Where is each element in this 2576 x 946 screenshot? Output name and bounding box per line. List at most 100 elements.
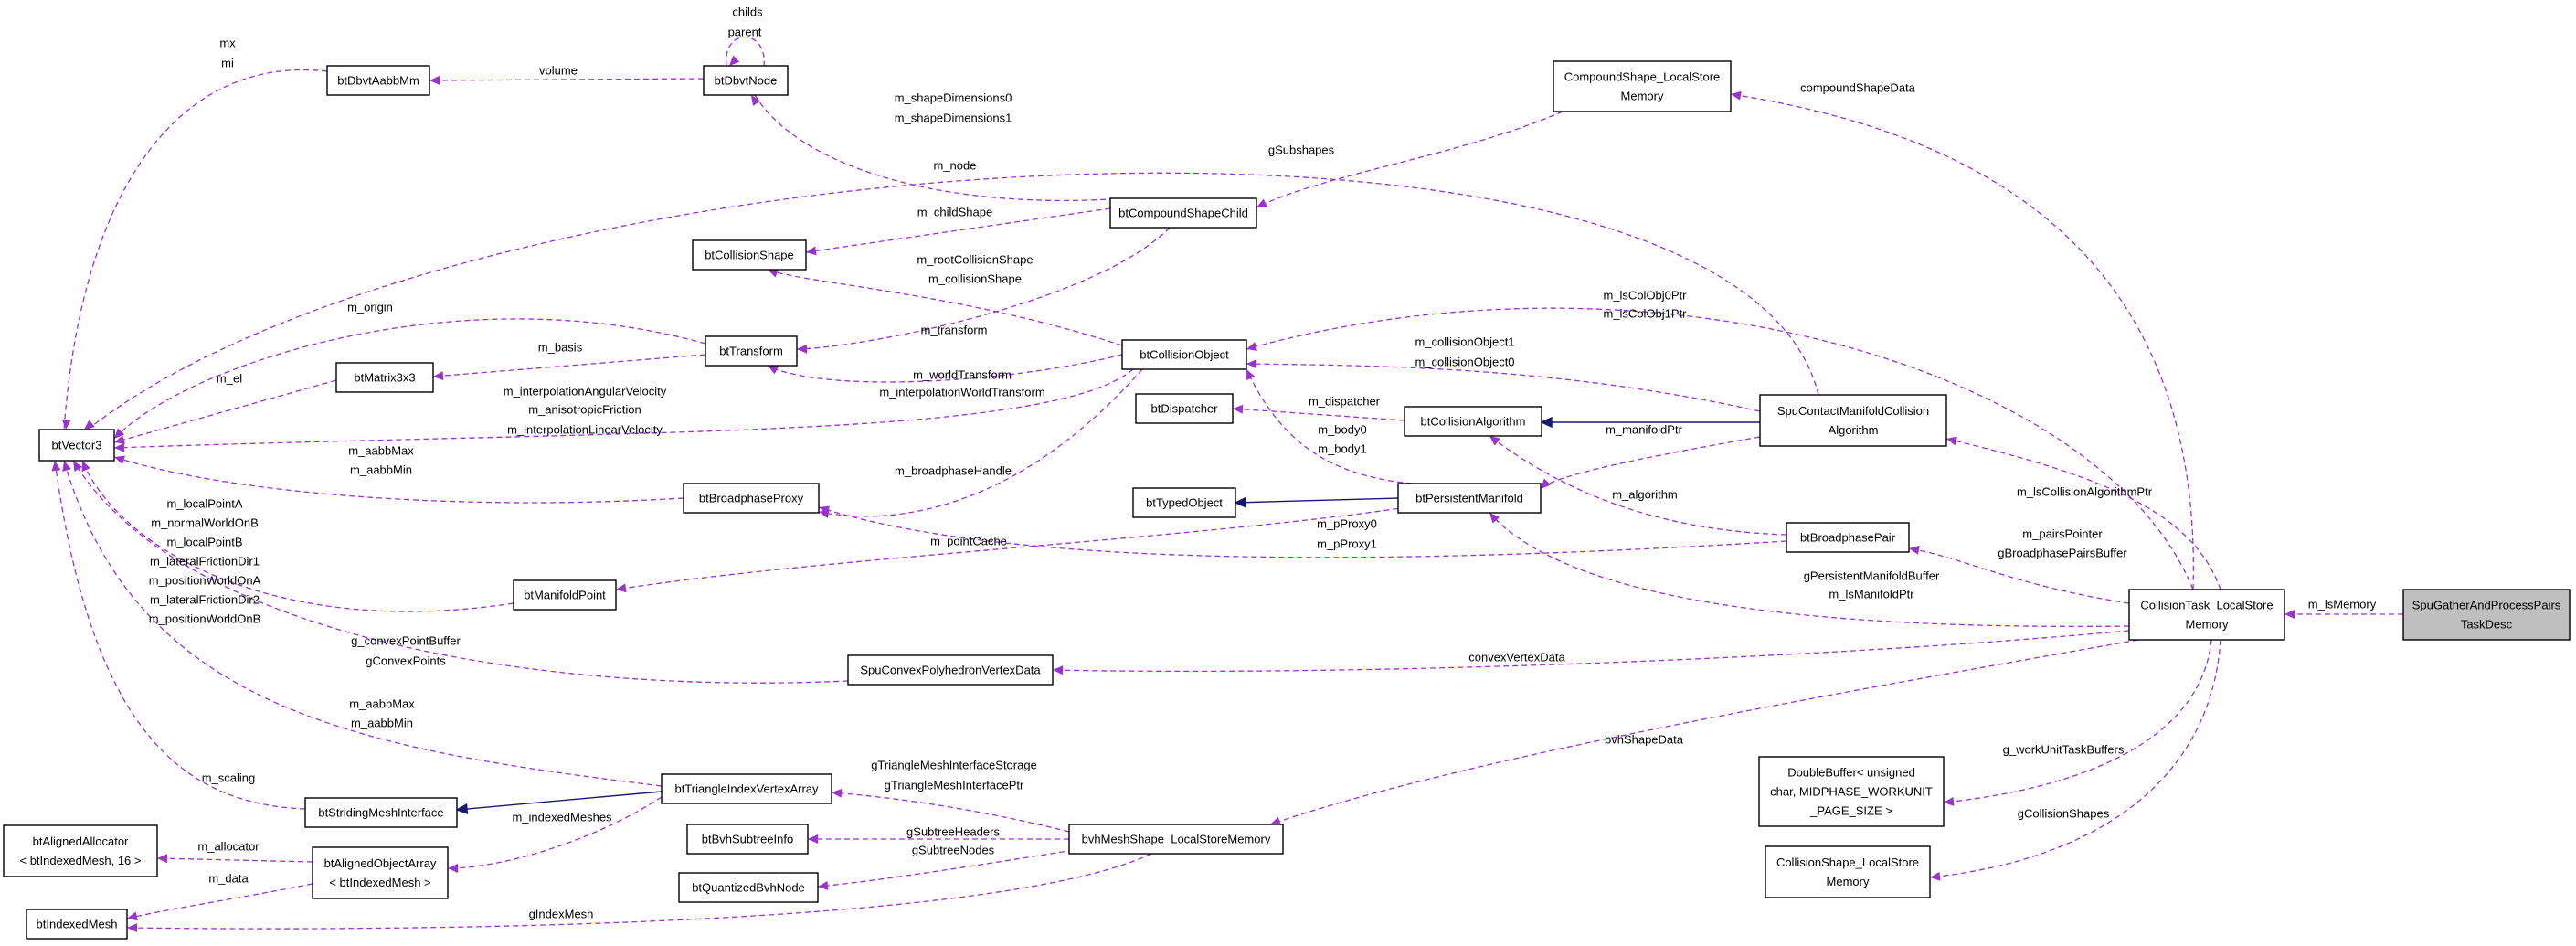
edge-SpuContactManifoldCollisionAlgorithm-to-btPersistentManifold (1540, 436, 1761, 490)
edge-btCollisionObject-to-btBroadphaseProxy (818, 368, 1143, 517)
class-node-btIndexedMesh[interactable]: btIndexedMesh (26, 909, 128, 940)
class-name-line: < btIndexedMesh > (329, 876, 430, 889)
edge-label: convexVertexData (1468, 650, 1565, 664)
arrowhead-btAlignedObjectArray (448, 864, 458, 873)
class-box (1109, 197, 1257, 229)
class-node-CollisionShape_LocalStoreMemory[interactable]: CollisionShape_LocalStoreMemory (1765, 845, 1931, 898)
edge-label: gIndexMesh (529, 907, 594, 920)
arrowhead-SpuContactManifoldCollisionAlgorithm (1946, 436, 1957, 446)
class-node-btManifoldPoint[interactable]: btManifoldPoint (513, 579, 617, 611)
edge-label: m_collisionShape (928, 271, 1022, 285)
class-name-line: btCollisionShape (705, 248, 794, 261)
class-box (3, 824, 158, 877)
edge-btDbvtNode-to-btDbvtNode (726, 36, 765, 67)
class-node-btDispatcher[interactable]: btDispatcher (1135, 393, 1234, 424)
edge-label: m_el (217, 371, 242, 385)
class-node-btQuantizedBvhNode[interactable]: btQuantizedBvhNode (678, 872, 819, 903)
class-node-btAlignedObjectArray[interactable]: btAlignedObjectArray < btIndexedMesh > (312, 846, 449, 899)
edge-label: m_basis (538, 340, 583, 354)
class-node-btDbvtAabbMm[interactable]: btDbvtAabbMm (326, 65, 430, 96)
edge-CollisionTask_LocalStoreMemory-to-btPersistentManifold (1489, 512, 2130, 627)
class-name-line: SpuContactManifoldCollision (1777, 404, 1929, 418)
class-node-btStridingMeshInterface[interactable]: btStridingMeshInterface (304, 797, 458, 828)
class-box (312, 846, 449, 899)
class-node-btPersistentManifold[interactable]: btPersistentManifold (1397, 483, 1542, 514)
class-box (2402, 589, 2571, 641)
edge-label: gSubtreeHeaders (906, 824, 1000, 838)
edge-label: compoundShapeData (1800, 80, 1916, 94)
class-node-CompoundShape_LocalStoreMemory[interactable]: CompoundShape_LocalStoreMemory (1553, 60, 1732, 112)
edge-btCollisionAlgorithm-to-btDispatcher (1232, 408, 1405, 421)
arrowhead-btMatrix3x3 (433, 371, 444, 381)
class-node-CollisionTask_LocalStoreMemory[interactable]: CollisionTask_LocalStoreMemory (2128, 589, 2285, 641)
class-node-SpuConvexPolyhedronVertexData[interactable]: SpuConvexPolyhedronVertexData (847, 654, 1054, 686)
edge-label: bvhShapeData (1605, 732, 1684, 746)
arrowhead-btCollisionAlgorithm (1489, 436, 1500, 446)
class-node-btBroadphaseProxy[interactable]: btBroadphaseProxy (683, 483, 820, 514)
edge-label: m_pointCache (930, 534, 1007, 547)
arrowhead-btCollisionShape (768, 269, 779, 278)
class-name-line: btTypedObject (1146, 495, 1223, 509)
class-name-line: btAlignedObjectArray (324, 856, 437, 870)
class-box (1553, 60, 1732, 112)
class-box (1758, 756, 1945, 827)
arrowhead-CollisionTask_LocalStoreMemory (2284, 610, 2295, 619)
edge-btAlignedObjectArray-to-btAlignedAllocator (156, 857, 313, 863)
class-node-btVector3[interactable]: btVector3 (38, 429, 115, 462)
edge-label: m_pairsPointer (2022, 526, 2103, 540)
class-name-line: Memory (2186, 617, 2229, 631)
class-name-line: Memory (1621, 89, 1664, 102)
arrowhead-btDispatcher (1233, 404, 1244, 414)
class-name-line: btQuantizedBvhNode (692, 880, 805, 894)
class-name-line: SpuGatherAndProcessPairs (2412, 598, 2561, 611)
class-node-btAlignedAllocator[interactable]: btAlignedAllocator< btIndexedMesh, 16 > (3, 824, 158, 877)
edge-label: m_lsMemory (2308, 597, 2377, 611)
arrowhead-btVector3 (114, 435, 125, 444)
edge-label: m_interpolationLinearVelocity (507, 422, 663, 436)
arrowhead-btTriangleIndexVertexArray (832, 788, 843, 798)
edge-SpuConvexPolyhedronVertexData-to-btVector3 (72, 460, 849, 684)
edge-label: gConvexPoints (366, 654, 446, 667)
edge-btCompoundShapeChild-to-btDbvtNode (754, 94, 1125, 202)
edge-btTransform-to-btVector3 (113, 318, 706, 440)
class-node-btMatrix3x3[interactable]: btMatrix3x3 (335, 362, 434, 393)
arrowhead-btBroadphaseProxy (819, 505, 830, 516)
edge-btBroadphasePair-to-btBroadphaseProxy (818, 506, 1787, 558)
edge-label: m_aabbMax (348, 443, 414, 457)
class-node-bvhMeshShape_LocalStoreMemory[interactable]: bvhMeshShape_LocalStoreMemory (1068, 824, 1284, 855)
class-node-btDbvtNode[interactable]: btDbvtNode (703, 65, 789, 96)
class-node-btTriangleIndexVertexArray[interactable]: btTriangleIndexVertexArray (661, 773, 832, 804)
edge-label: m_aabbMin (350, 462, 412, 476)
class-node-btCollisionObject[interactable]: btCollisionObject (1121, 339, 1247, 370)
edge-label: g_convexPointBuffer (351, 633, 461, 647)
class-box (38, 429, 115, 462)
edge-CollisionTask_LocalStoreMemory-to-bvhMeshShape_LocalStoreMemory (1269, 639, 2139, 825)
edge-label: gBroadphasePairsBuffer (1998, 546, 2127, 559)
class-box (686, 824, 809, 855)
class-node-btTransform[interactable]: btTransform (705, 335, 798, 367)
edge-CollisionTask_LocalStoreMemory-to-btCollisionObject (1246, 307, 2194, 590)
class-name-line: btBvhSubtreeInfo (702, 832, 793, 845)
arrowhead-btIndexedMesh (127, 923, 138, 933)
edge-label: gSubtreeNodes (912, 843, 995, 856)
class-name-line: btDispatcher (1151, 401, 1219, 415)
edge-btMatrix3x3-to-btVector3 (113, 379, 337, 443)
arrowhead-SpuConvexPolyhedronVertexData (1053, 665, 1064, 675)
class-node-btCollisionShape[interactable]: btCollisionShape (692, 239, 807, 271)
edge-label: m_worldTransform (913, 367, 1012, 381)
class-node-btCollisionAlgorithm[interactable]: btCollisionAlgorithm (1404, 406, 1542, 437)
edge-label: parent (728, 25, 762, 38)
class-node-btBvhSubtreeInfo[interactable]: btBvhSubtreeInfo (686, 824, 809, 855)
class-node-btCompoundShapeChild[interactable]: btCompoundShapeChild (1109, 197, 1257, 229)
arrowhead-btVector3 (61, 419, 71, 430)
arrowhead-btCollisionAlgorithm (1540, 416, 1553, 429)
edge-label: m_collisionObject1 (1415, 335, 1514, 348)
arrowhead-btQuantizedBvhNode (818, 881, 829, 890)
class-box (847, 654, 1054, 686)
class-name-line: btStridingMeshInterface (318, 805, 443, 819)
class-node-btTypedObject[interactable]: btTypedObject (1132, 487, 1236, 518)
class-node-btBroadphasePair[interactable]: btBroadphasePair (1786, 522, 1910, 553)
